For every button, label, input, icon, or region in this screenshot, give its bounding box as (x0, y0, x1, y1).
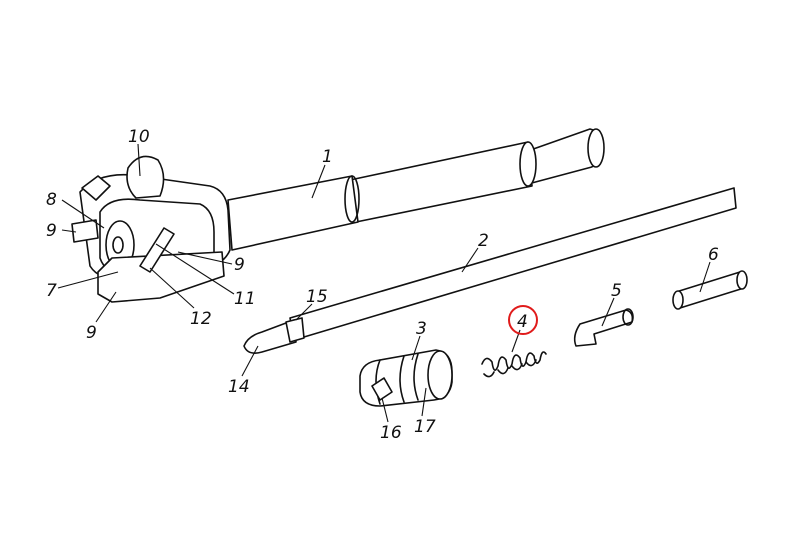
callout-16: 16 (380, 423, 402, 443)
callout-6: 6 (708, 245, 719, 265)
callout-9-right: 9 (234, 255, 245, 275)
leader-lines (57, 143, 711, 423)
part-6-pin (672, 270, 748, 310)
callout-2: 2 (478, 231, 489, 251)
callout-5: 5 (611, 281, 622, 301)
callout-9-bottom: 9 (86, 323, 97, 343)
highlight-ring (508, 305, 538, 335)
part-2-rod (243, 187, 737, 354)
callout-1: 1 (322, 147, 333, 167)
callout-3: 3 (416, 319, 427, 339)
callout-labels: 1 2 3 4 5 6 7 8 9 9 9 10 11 12 14 15 16 … (46, 127, 719, 443)
callout-7: 7 (46, 281, 57, 301)
part-5-catch (573, 308, 634, 347)
callout-4: 4 (517, 312, 528, 332)
part-3-sleeve (359, 349, 453, 407)
callout-12: 12 (190, 309, 212, 329)
callout-9-left: 9 (46, 221, 57, 241)
part-4-spring (481, 351, 547, 378)
callout-8: 8 (46, 190, 57, 210)
callout-15: 15 (306, 287, 328, 307)
callout-14: 14 (228, 377, 250, 397)
callout-10: 10 (128, 127, 150, 147)
callout-11: 11 (234, 289, 256, 309)
callout-17: 17 (414, 417, 436, 437)
part-1-tube (71, 128, 605, 303)
